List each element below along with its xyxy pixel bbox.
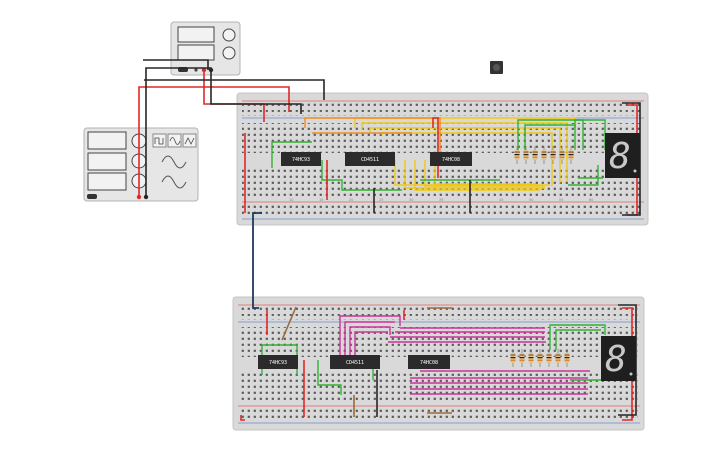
power-supply[interactable] [170,21,241,76]
resistor[interactable] [564,349,570,367]
svg-text:10: 10 [289,198,293,202]
top-chip-74hc93[interactable]: 74HC93 [281,152,321,166]
svg-text:55: 55 [559,198,563,202]
resistor[interactable] [510,349,516,367]
svg-text:74HC08: 74HC08 [442,157,460,163]
function-generator[interactable] [83,127,199,202]
top-seven-segment-display[interactable]: 8 [605,133,640,178]
top-chip-cd4511[interactable]: CD4511 [345,152,395,166]
svg-text:35: 35 [439,198,443,202]
svg-text:15: 15 [319,198,323,202]
svg-text:50: 50 [529,198,533,202]
resistor[interactable] [532,146,538,164]
svg-text:74HC93: 74HC93 [292,157,310,163]
svg-text:CD4511: CD4511 [361,157,379,163]
sine-preview-icon [161,155,187,169]
bottom-resistors[interactable] [510,349,570,367]
resistor[interactable] [514,146,520,164]
square-wave-icon[interactable] [152,133,167,148]
sine-wave-icon[interactable] [167,133,182,148]
resistor[interactable] [546,349,552,367]
top-chip-74hc08[interactable]: 74HC08 [430,152,472,166]
pushbutton-icon[interactable] [490,61,503,74]
svg-text:25: 25 [379,198,383,202]
resistor[interactable] [519,349,525,367]
resistor[interactable] [555,349,561,367]
top-resistors[interactable] [514,146,574,164]
bottom-seven-segment-display[interactable]: 8 [601,336,636,381]
ps-positive-terminal[interactable] [201,67,207,73]
bottom-chip-74hc93[interactable]: 74HC93 [258,355,298,369]
bottom-brown-wires[interactable] [281,306,452,417]
bottom-chip-cd4511[interactable]: CD4511 [330,355,380,369]
resistor[interactable] [528,349,534,367]
top-navy-wire[interactable] [252,212,262,309]
svg-text:74HC08: 74HC08 [420,360,438,366]
sine-preview-2-icon [161,175,187,189]
triangle-wave-icon[interactable] [182,133,197,148]
svg-text:20: 20 [349,198,353,202]
resistor[interactable] [537,349,543,367]
bottom-magenta-wires[interactable] [339,315,590,395]
svg-text:CD4511: CD4511 [346,360,364,366]
svg-text:45: 45 [499,198,503,202]
resistor[interactable] [523,146,529,164]
resistor[interactable] [568,146,574,164]
svg-text:74HC93: 74HC93 [269,360,287,366]
svg-text:60: 60 [589,198,593,202]
resistor[interactable] [541,146,547,164]
resistor[interactable] [559,146,565,164]
resistor[interactable] [550,146,556,164]
top-orange-wires[interactable] [304,117,441,158]
svg-text:8: 8 [605,339,627,380]
svg-text:30: 30 [409,198,413,202]
bottom-chip-74hc08[interactable]: 74HC08 [408,355,450,369]
svg-text:8: 8 [609,136,631,177]
top-black-wires[interactable] [143,59,641,216]
